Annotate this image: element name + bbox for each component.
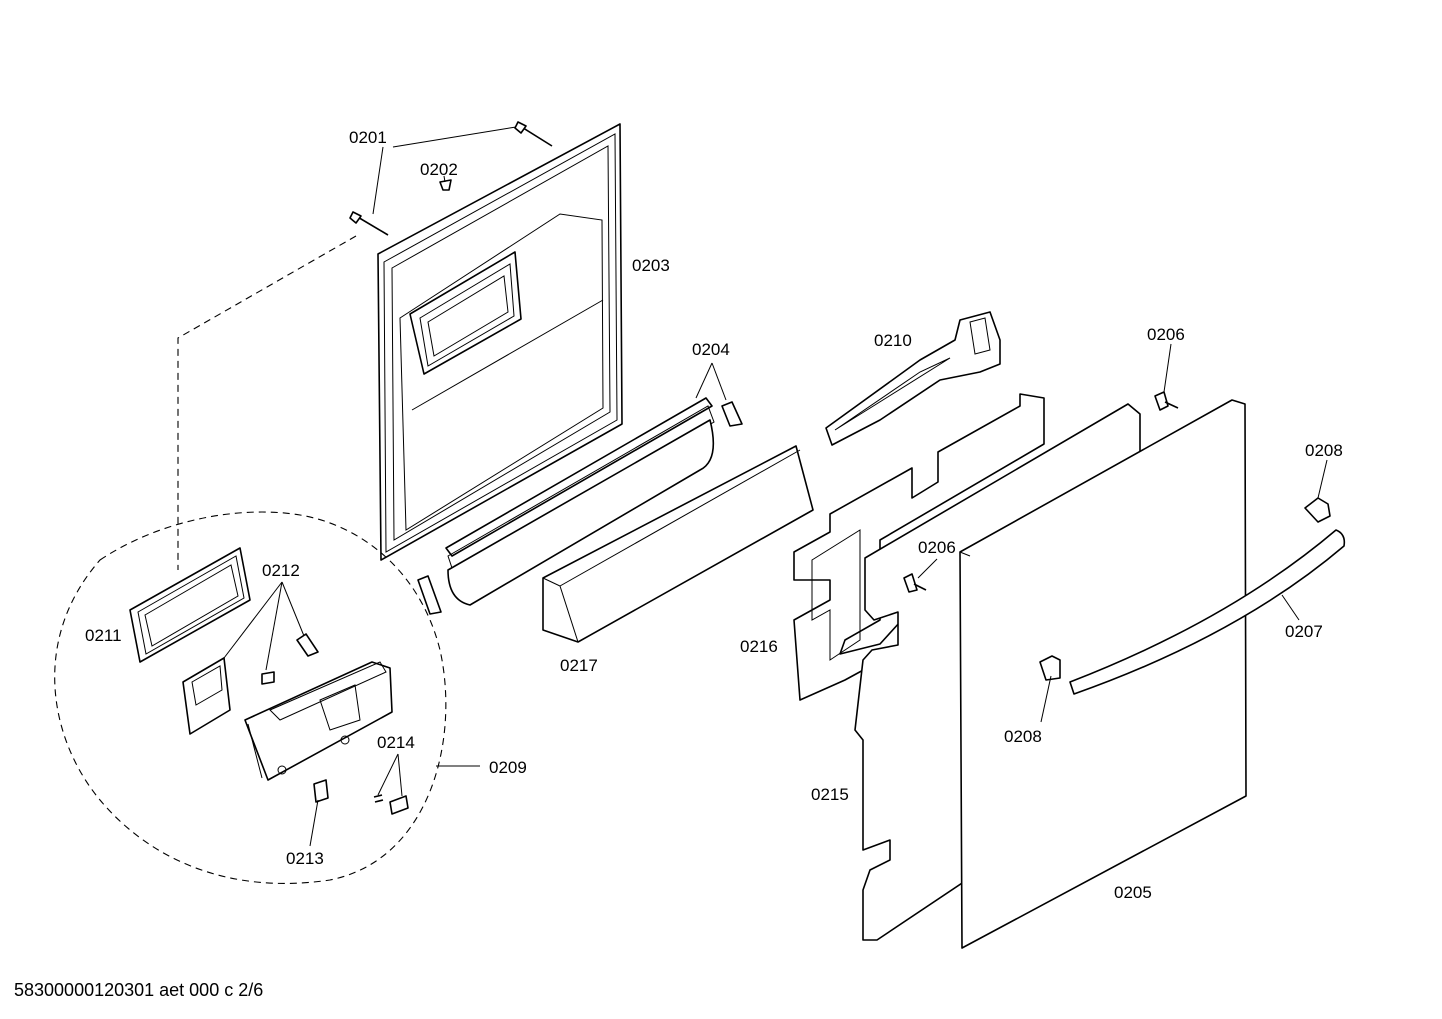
label-0208-upper: 0208 — [1305, 441, 1343, 460]
door-handle — [1069, 529, 1346, 695]
dispenser-unit — [244, 661, 393, 781]
label-0206-lower: 0206 — [918, 538, 956, 557]
small-part-0213 — [313, 779, 329, 803]
hinge-bracket — [825, 311, 1001, 446]
screw-left — [349, 211, 389, 236]
label-0203: 0203 — [632, 256, 670, 275]
label-0209: 0209 — [489, 758, 527, 777]
screw-0206-lower — [903, 573, 927, 593]
label-0215: 0215 — [811, 785, 849, 804]
screw-top — [514, 121, 553, 147]
label-0214: 0214 — [377, 733, 415, 752]
label-0204: 0204 — [692, 340, 730, 359]
label-0207: 0207 — [1285, 622, 1323, 641]
label-0217: 0217 — [560, 656, 598, 675]
label-0202: 0202 — [420, 160, 458, 179]
screw-small — [439, 179, 452, 191]
label-0216: 0216 — [740, 637, 778, 656]
dispenser-gasket — [129, 547, 251, 663]
drawing-reference-footer: 58300000120301 aet 000 c 2/6 — [14, 980, 264, 1000]
screw-0206-upper — [1154, 391, 1179, 411]
door-rail — [417, 397, 743, 615]
label-0210: 0210 — [874, 331, 912, 350]
label-0212: 0212 — [262, 561, 300, 580]
handle-end-cap-lower — [1039, 655, 1061, 681]
small-parts-0214 — [373, 794, 409, 815]
label-0213: 0213 — [286, 849, 324, 868]
label-0205: 0205 — [1114, 883, 1152, 902]
handle-end-cap-upper — [1304, 497, 1331, 523]
small-clips — [261, 633, 319, 685]
label-0211: 0211 — [85, 626, 122, 645]
label-0208-lower: 0208 — [1004, 727, 1042, 746]
dispenser-lid — [182, 657, 231, 735]
label-0206-upper: 0206 — [1147, 325, 1185, 344]
foam-block — [542, 445, 814, 643]
insulation-panel — [793, 393, 1045, 701]
dashed-guides — [54, 235, 447, 884]
leader-lines — [223, 126, 1328, 847]
label-0201: 0201 — [349, 128, 387, 147]
inner-door-frame — [377, 123, 623, 561]
